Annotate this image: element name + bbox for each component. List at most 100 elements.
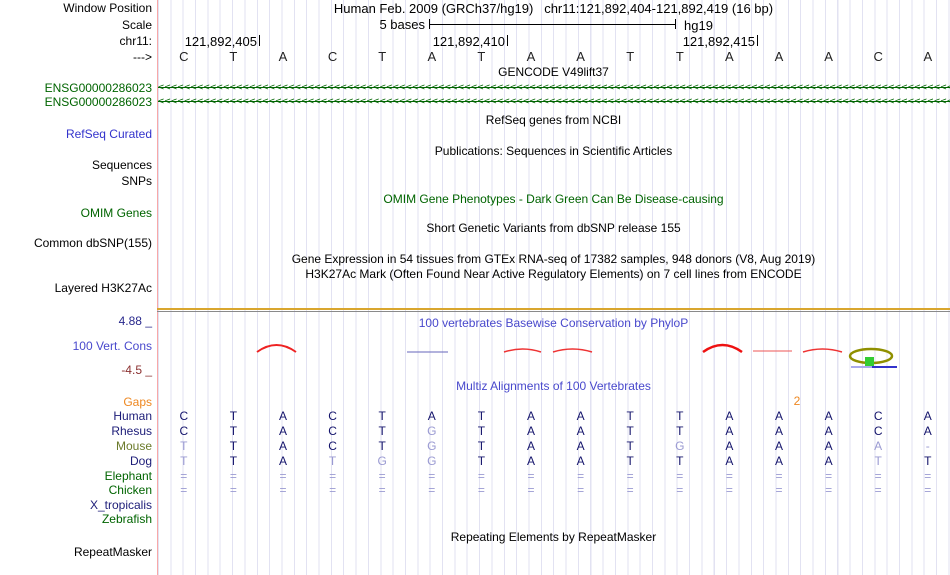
alignment-base: = [924,483,932,497]
snps-label[interactable]: SNPs [121,174,152,188]
coordinate-label: 121,892,415 [682,34,755,49]
sequence-base: T [675,49,684,64]
sequence-base: T [477,49,486,64]
alignment-base: A [824,439,833,453]
alignment-base: = [329,469,337,483]
alignment-base: C [179,424,189,438]
alignment-base: = [279,469,287,483]
sequence-base: C [327,49,338,64]
window-position-label: Window Position [63,1,152,15]
alignment-base: A [774,454,783,468]
sequence-base: T [626,49,635,64]
alignment-base: T [874,454,882,468]
alignment-base: T [477,439,486,453]
alignment-base: = [378,469,386,483]
species-label-mouse[interactable]: Mouse [115,439,152,453]
h3k27ac-track-title: H3K27Ac Mark (Often Found Near Active Re… [305,267,802,281]
alignment-base: T [477,424,486,438]
alignment-base: C [873,409,883,423]
alignment-base: A [278,454,287,468]
refseq-curated-label[interactable]: RefSeq Curated [65,127,152,141]
alignment-base: G [427,439,437,453]
alignment-base: A [278,424,287,438]
alignment-base: C [328,439,337,453]
publications-track-title: Publications: Sequences in Scientific Ar… [434,144,673,158]
species-label-elephant[interactable]: Elephant [104,469,152,483]
alignment-base: A [427,409,436,423]
alignment-base: A [725,439,734,453]
alignment-base: A [526,454,535,468]
species-label-dog[interactable]: Dog [129,454,152,468]
gene-label-1[interactable]: ENSG00000286023 [44,81,152,95]
alignment-base: C [179,409,189,423]
alignment-base: T [180,454,188,468]
alignment-base: T [378,409,386,423]
alignment-base: A [774,409,783,423]
sequences-label[interactable]: Sequences [91,158,152,172]
alignment-base: T [626,409,634,423]
sequence-base: T [229,49,238,64]
conservation-track-title: 100 vertebrates Basewise Conservation by… [418,316,689,330]
conservation-max-value: 4.88 _ [118,314,152,328]
coordinate-label: 121,892,410 [432,34,505,49]
omim-genes-label[interactable]: OMIM Genes [80,206,152,220]
alignment-base: A [725,454,734,468]
alignment-base: T [477,454,486,468]
conservation-min-value: -4.5 _ [121,363,152,377]
repeatmasker-track-title: Repeating Elements by RepeatMasker [450,530,657,544]
layered-h3k27ac-label[interactable]: Layered H3K27Ac [54,281,152,295]
alignment-base: = [676,483,684,497]
conservation-track-label[interactable]: 100 Vert. Cons [72,339,152,353]
alignment-base: A [576,424,585,438]
sequence-base: A [774,49,784,64]
species-label-chicken[interactable]: Chicken [108,483,152,497]
repeatmasker-label[interactable]: RepeatMasker [73,545,152,559]
alignment-base: C [873,424,883,438]
scale-label: Scale [121,18,152,32]
alignment-base: A [923,424,932,438]
alignment-base: A [923,409,932,423]
sequence-base: A [923,49,933,64]
alignment-base: T [676,409,684,423]
alignment-base: T [328,454,337,468]
alignment-base: T [229,424,238,438]
h3k27ac-signal-line [157,308,950,310]
alignment-base: A [774,424,783,438]
alignment-base: A [824,409,833,423]
alignment-base: = [477,469,485,483]
gene-strand-arrows-1: <<<<<<<<<<<<<<<<<<<<<<<<<<<<<<<<<<<<<<<<… [158,82,950,94]
conservation-glyph [503,348,542,353]
alignment-base: G [427,424,437,438]
alignment-base: T [626,424,634,438]
assembly-position-title: Human Feb. 2009 (GRCh37/hg19) chr11:121,… [157,2,950,15]
dbsnp-track-title: Short Genetic Variants from dbSNP releas… [426,221,681,235]
common-dbsnp-label[interactable]: Common dbSNP(155) [33,236,152,250]
alignment-base: = [874,483,882,497]
alignment-base: = [428,469,436,483]
sequence-base: A [576,49,585,64]
conservation-wiggle-plot [256,343,897,368]
gaps-row-label: Gaps [123,395,152,409]
alignment-base: = [180,469,188,483]
alignment-base: G [675,439,685,453]
conservation-glyph [552,348,593,353]
sequence-base: A [725,49,734,64]
conservation-glyph [702,343,743,354]
genome-version: hg19 [684,18,713,33]
species-label-human[interactable]: Human [113,409,152,423]
alignment-base: C [328,424,337,438]
alignment-base: G [427,454,437,468]
gene-label-2[interactable]: ENSG00000286023 [44,95,152,109]
alignment-base: T [229,439,238,453]
alignment-base: A [278,439,287,453]
species-label-zebrafish[interactable]: Zebrafish [101,512,152,526]
alignment-base: T [229,454,238,468]
range-text: chr11:121,892,404-121,892,419 (16 bp) [544,1,774,16]
alignment-base: T [626,454,634,468]
species-label-x_tropicalis[interactable]: X_tropicalis [89,498,152,512]
gencode-track-title: GENCODE V49lift37 [498,65,609,79]
alignment-base: = [577,483,585,497]
species-label-rhesus[interactable]: Rhesus [111,424,152,438]
multiz-track-title: Multiz Alignments of 100 Vertebrates [456,379,651,393]
